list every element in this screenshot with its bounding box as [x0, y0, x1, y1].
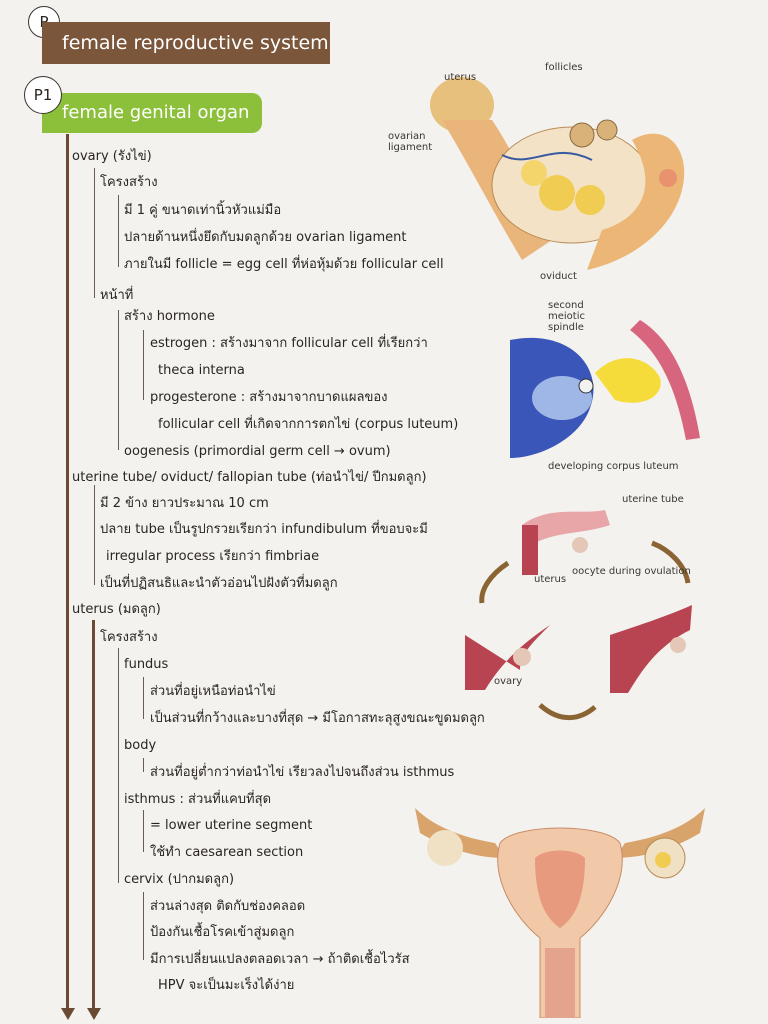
uterus-tree-line [92, 620, 95, 1012]
ovary-structure: โครงสร้าง [100, 175, 158, 190]
cervix: cervix (ปากมดลูก) [124, 872, 235, 887]
body-1: ส่วนที่อยู่ต่ำกว่าท่อนำไข่ เรียวลงไปจนถึ… [150, 765, 455, 780]
isthmus: isthmus : ส่วนที่แคบที่สุด [124, 792, 272, 807]
uterus-heading: uterus (มดลูก) [72, 602, 161, 617]
fig1-uterus-label: uterus [444, 72, 477, 83]
tube-1: มี 2 ข้าง ยาวประมาณ 10 cm [100, 496, 269, 511]
corpus-luteum-illustration [510, 320, 700, 458]
fig1-ligament-label: ovarian ligament [388, 131, 433, 153]
cervix-3a: มีการเปลี่ยนแปลงตลอดเวลา → ถ้าติดเชื้อไว… [150, 952, 410, 967]
arrow-down-2 [87, 1008, 101, 1020]
oogenesis: oogenesis (primordial germ cell → ovum) [124, 444, 391, 459]
progesterone-line-2: follicular cell ที่เกิดจากการตกไข่ (corp… [158, 417, 459, 432]
ovary-illustration [430, 77, 685, 270]
ovary-function: หน้าที่ [100, 288, 134, 303]
cervix-3b: HPV จะเป็นมะเร็งได้ง่าย [158, 978, 295, 993]
main-tree-line [66, 134, 69, 1012]
fig1-oviduct-label: oviduct [540, 271, 577, 282]
fundus-2: เป็นส่วนที่กว้างและบางที่สุด → มีโอกาสทะ… [150, 711, 485, 726]
tube-2a: ปลาย tube เป็นรูปกรวยเรียกว่า infundibul… [100, 522, 428, 537]
hormone: สร้าง hormone [124, 309, 215, 324]
estrogen-line-1: estrogen : สร้างมาจาก follicular cell ที… [150, 336, 428, 351]
body: body [124, 738, 157, 753]
isthmus-2: ใช้ทำ caesarean section [150, 845, 304, 860]
fig3-uterine-tube-label: uterine tube [622, 494, 684, 505]
tube-2b: irregular process เรียกว่า fimbriae [106, 549, 320, 564]
ovary-structure-2: ปลายด้านหนึ่งยึดกับมดลูกด้วย ovarian lig… [124, 230, 407, 245]
fig3-uterus-label: uterus [534, 574, 567, 585]
section-title: female genital organ [42, 93, 262, 133]
fundus-1: ส่วนที่อยู่เหนือท่อนำไข่ [150, 684, 276, 699]
fig3-oocyte-label: oocyte during ovulation [572, 566, 691, 577]
progesterone-line-1: progesterone : สร้างมาจากบาดแผลของ [150, 390, 388, 405]
fig2-spindle-label: second meiotic spindle [548, 300, 585, 333]
fig3-ovary-label: ovary [494, 676, 523, 687]
main-title: female reproductive system [42, 22, 330, 64]
tube-3: เป็นที่ปฏิสนธิและนำตัวอ่อนไปฝังตัวที่มดล… [100, 576, 338, 591]
ovary-structure-1: มี 1 คู่ ขนาดเท่านิ้วหัวแม่มือ [124, 203, 282, 218]
fig1-follicles-label: follicles [545, 62, 583, 73]
ovulation-cycle-illustration [465, 510, 692, 721]
fundus: fundus [124, 657, 169, 672]
tube-heading: uterine tube/ oviduct/ fallopian tube (ท… [72, 470, 427, 485]
estrogen-line-2: theca interna [158, 363, 245, 378]
isthmus-1: = lower uterine segment [150, 818, 313, 833]
p1-badge: P1 [24, 76, 62, 114]
cervix-2: ป้องกันเชื้อโรคเข้าสู่มดลูก [150, 925, 295, 940]
fig2-corpus-label: developing corpus luteum [548, 461, 679, 472]
arrow-down-1 [61, 1008, 75, 1020]
cervix-1: ส่วนล่างสุด ติดกับช่องคลอด [150, 899, 306, 914]
uterus-anatomy-illustration [415, 808, 705, 1018]
ovary-structure-3: ภายในมี follicle = egg cell ที่ห่อหุ้มด้… [124, 257, 444, 272]
uterus-structure: โครงสร้าง [100, 630, 158, 645]
ovary-heading: ovary (รังไข่) [72, 149, 152, 164]
